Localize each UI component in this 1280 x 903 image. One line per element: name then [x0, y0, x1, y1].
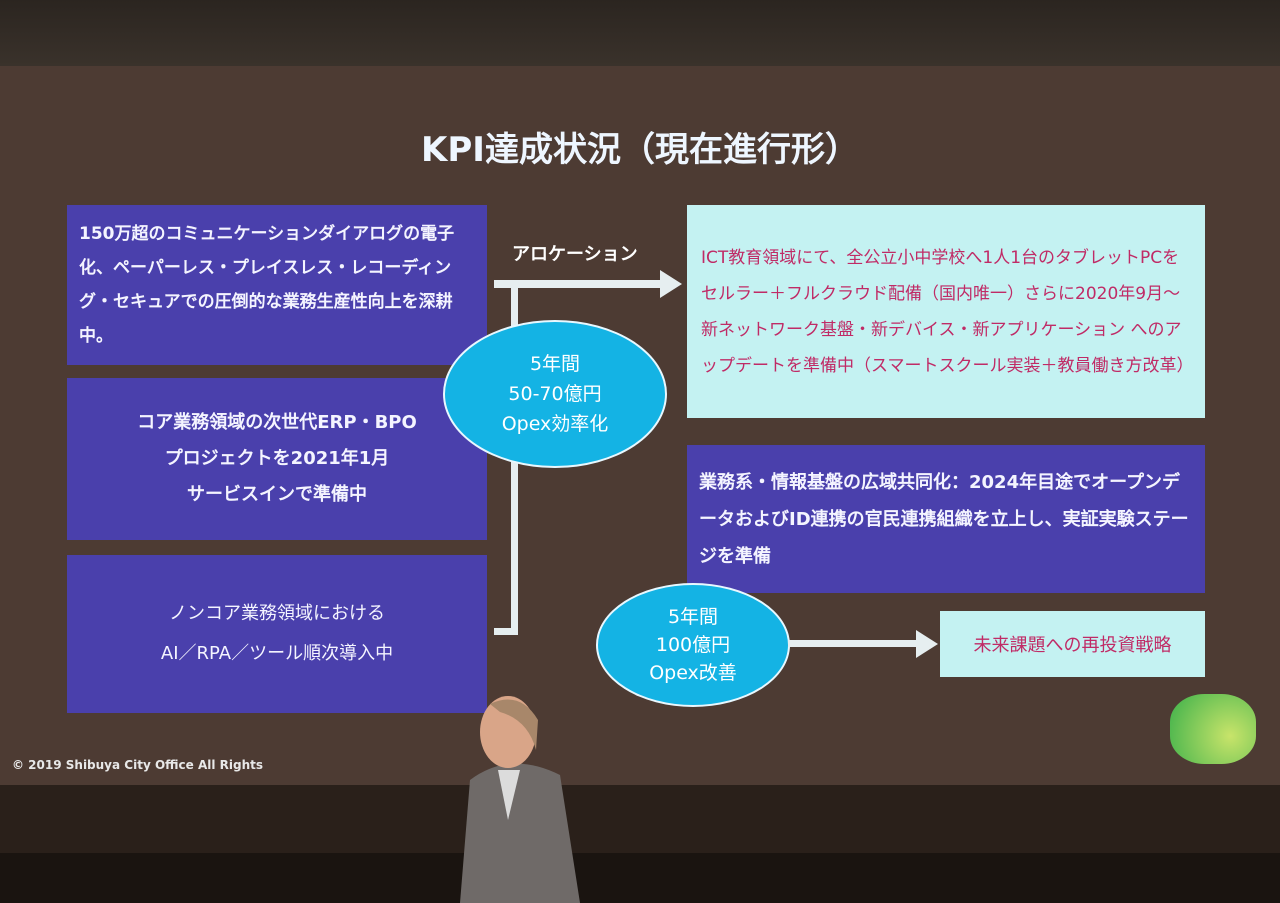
box-text: コア業務領域の次世代ERP・BPO プロジェクトを2021年1月 サービスインで… — [137, 412, 417, 505]
speaker-person — [460, 696, 580, 903]
ellipse-opex-efficiency: 5年間 50-70億円 Opex効率化 — [443, 320, 667, 468]
ceiling — [0, 0, 1280, 66]
arrow-reinvest-shaft — [788, 640, 918, 647]
bracket-bottom — [494, 628, 518, 635]
box-noncore-ai-rpa: ノンコア業務領域における AI／RPA／ツール順次導入中 — [67, 555, 487, 713]
box-text: 150万超のコミュニケーションダイアログの電子化、ペーパーレス・プレイスレス・レ… — [79, 224, 455, 346]
box-regional-infrastructure: 業務系・情報基盤の広域共同化：2024年目途でオープンデータおよびID連携の官民… — [687, 445, 1205, 593]
arrow-allocation-head — [660, 270, 682, 298]
box-ict-education: ICT教育領域にて、全公立小中学校へ1人1台のタブレットPCをセルラー＋フルクラ… — [687, 205, 1205, 418]
ellipse-opex-improvement: 5年間 100億円 Opex改善 — [596, 583, 790, 707]
arrow-allocation-shaft — [494, 280, 662, 288]
box-text: ノンコア業務領域における AI／RPA／ツール順次導入中 — [160, 603, 394, 664]
slide-title: KPI達成状況（現在進行形） — [421, 130, 859, 170]
box-text: 業務系・情報基盤の広域共同化：2024年目途でオープンデータおよびID連携の官民… — [699, 471, 1189, 567]
projected-slide: KPI達成状況（現在進行形） 150万超のコミュニケーションダイアログの電子化、… — [0, 66, 1280, 785]
arrow-reinvest-head — [916, 630, 938, 658]
box-core-erp: コア業務領域の次世代ERP・BPO プロジェクトを2021年1月 サービスインで… — [67, 378, 487, 540]
stage-floor — [0, 785, 1280, 853]
box-text: 未来課題への再投資戦略 — [973, 635, 1172, 656]
box-reinvestment-strategy: 未来課題への再投資戦略 — [940, 611, 1205, 677]
allocation-label: アロケーション — [512, 244, 638, 265]
box-communication-dialog: 150万超のコミュニケーションダイアログの電子化、ペーパーレス・プレイスレス・レ… — [67, 205, 487, 365]
copyright-text: © 2019 Shibuya City Office All Rights — [12, 758, 264, 772]
box-text: ICT教育領域にて、全公立小中学校へ1人1台のタブレットPCをセルラー＋フルクラ… — [701, 247, 1194, 376]
you-make-shibuya-logo — [1170, 694, 1256, 764]
